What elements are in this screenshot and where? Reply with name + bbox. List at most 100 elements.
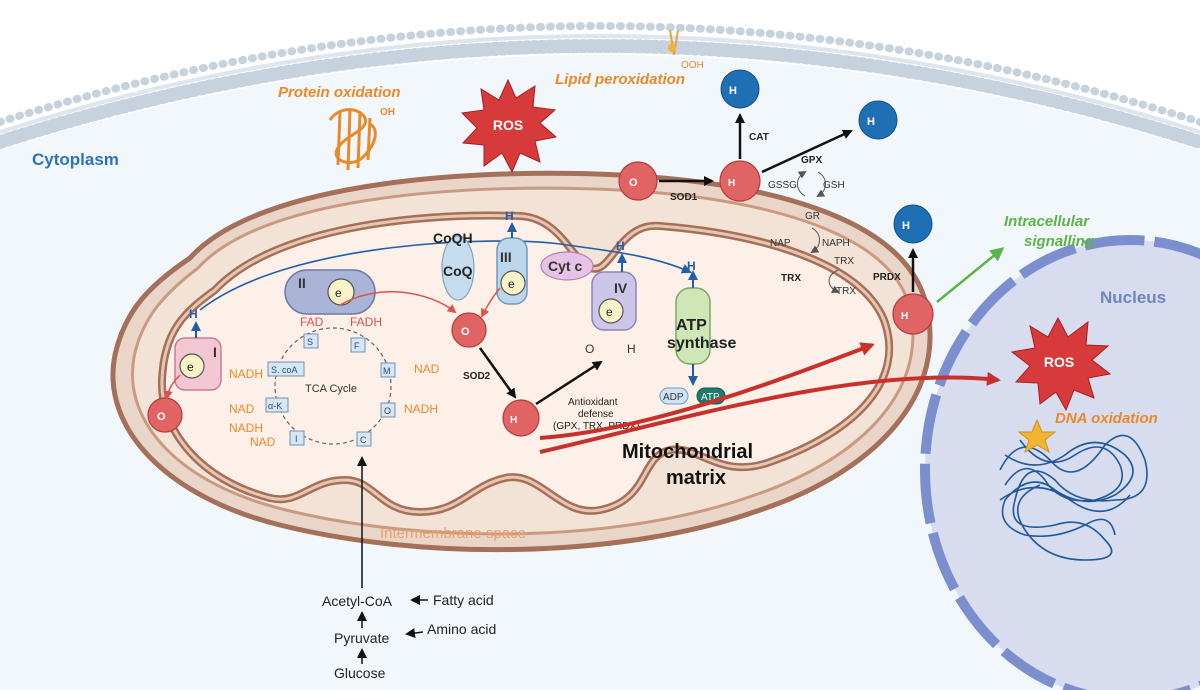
complex-ii-label: II bbox=[298, 275, 306, 291]
nadh-label-2: NADH bbox=[229, 421, 263, 435]
nad-label-2: NAD bbox=[250, 435, 276, 449]
proton-atp: H bbox=[687, 259, 696, 273]
nap-label: NAP bbox=[770, 238, 791, 249]
coqh2-label: CoQH bbox=[433, 230, 473, 246]
nucleus: Nucleus DNA oxidation ROS bbox=[920, 235, 1200, 690]
tca-ak: α-K bbox=[268, 401, 282, 411]
intracellular-label-2: signalling bbox=[1024, 233, 1094, 250]
arrow-i-to-superoxide bbox=[163, 374, 181, 400]
complex-iii-label: III bbox=[500, 249, 512, 265]
sod2-label: SOD2 bbox=[463, 371, 491, 382]
signalling-arrow bbox=[936, 247, 1005, 303]
tca-cycle-label: TCA Cycle bbox=[305, 383, 357, 395]
electron-i: e bbox=[187, 360, 194, 374]
h2o2-mito bbox=[502, 399, 540, 437]
h2o2-cyto bbox=[719, 160, 761, 202]
mitochondrion: Intermembrane space bbox=[110, 170, 933, 553]
pyruvate-label: Pyruvate bbox=[334, 630, 389, 646]
oh-label: OH bbox=[380, 107, 395, 118]
atp-label: ATP bbox=[701, 392, 720, 403]
mito-matrix-label-2: matrix bbox=[666, 467, 726, 489]
complex-iii: III e H bbox=[496, 209, 528, 305]
naph-label: NAPH bbox=[822, 238, 850, 249]
complex-iv-label: IV bbox=[614, 280, 628, 296]
h2o-gpx-label: H bbox=[867, 116, 875, 128]
superoxide-mito-label: O bbox=[461, 326, 470, 338]
tca-m: M bbox=[383, 366, 391, 376]
cytoplasm-label: Cytoplasm bbox=[32, 150, 119, 169]
electron-iv: e bbox=[606, 305, 613, 319]
protein-icon bbox=[328, 108, 377, 171]
h2o2-signal bbox=[892, 293, 934, 335]
lipid-peroxidation-label: Lipid peroxidation bbox=[555, 71, 685, 88]
arrow-ii-to-superoxide bbox=[339, 291, 457, 314]
o2-label: O bbox=[585, 342, 594, 356]
arrow-iii-to-superoxide bbox=[481, 287, 501, 318]
efflux-arrow-nucleus bbox=[539, 371, 1001, 454]
h2o2-signal-label: H bbox=[901, 311, 908, 322]
efflux-arrow-signalling bbox=[539, 342, 875, 440]
intracellular-label-1: Intracellular bbox=[1004, 213, 1090, 230]
antiox-label-3: (GPX, TRX, PRDX) bbox=[553, 421, 640, 432]
atp-synthase: H ATP synthase ADP ATP bbox=[659, 259, 736, 405]
nadh-label-1: NADH bbox=[229, 367, 263, 381]
electron-iii: e bbox=[508, 277, 515, 291]
ooh-label: OOH bbox=[681, 60, 704, 71]
intermembrane-space-label: Intermembrane space bbox=[380, 525, 526, 542]
tca-i: I bbox=[295, 434, 298, 444]
tca-f: F bbox=[354, 341, 360, 351]
tca-s-coa: S. coA bbox=[271, 365, 298, 375]
mito-matrix-label-1: Mitochondrial bbox=[622, 441, 753, 463]
h2o-cat-label: H bbox=[729, 85, 737, 97]
dna-oxidation-label: DNA oxidation bbox=[1055, 410, 1158, 427]
gpx-label: GPX bbox=[801, 155, 822, 166]
superoxide-i-label: O bbox=[157, 411, 166, 423]
gsh-label: GSH bbox=[823, 180, 845, 191]
superoxide-mito bbox=[451, 312, 487, 348]
complex-i: I e H bbox=[174, 307, 222, 391]
proton-i: H bbox=[189, 307, 198, 321]
tca-c: C bbox=[360, 435, 367, 445]
sod1-label: SOD1 bbox=[670, 192, 698, 203]
h2o2-cyto-label: H bbox=[728, 178, 735, 189]
coq: CoQH CoQ bbox=[433, 230, 475, 301]
trx-label: TRX bbox=[781, 273, 801, 284]
acetyl-coa-label: Acetyl-CoA bbox=[322, 593, 393, 609]
gssg-label: GSSG bbox=[768, 180, 797, 191]
nucleus-label: Nucleus bbox=[1100, 288, 1166, 307]
cat-label: CAT bbox=[749, 132, 769, 143]
proton-iv: H bbox=[616, 239, 625, 253]
nad-label-1: NAD bbox=[229, 402, 255, 416]
cyt-c bbox=[540, 251, 594, 281]
h2o-prdx-label: H bbox=[902, 220, 910, 232]
cytoplasm-ros-burst: ROS bbox=[460, 78, 558, 174]
h2o2-mito-label: H bbox=[510, 415, 517, 426]
antiox-label-2: defense bbox=[578, 409, 614, 420]
h2o-label-mito: H bbox=[627, 342, 636, 356]
fad-label: FAD bbox=[300, 315, 324, 329]
nucleus-ros-label: ROS bbox=[1044, 354, 1074, 370]
nucleus-ros-burst: ROS bbox=[1010, 316, 1112, 412]
antiox-arrow bbox=[535, 360, 603, 406]
nad-label-3: NAD bbox=[414, 362, 440, 376]
cyt-c-label: Cyt c bbox=[548, 258, 582, 274]
trx-red-label: TRX bbox=[834, 256, 854, 267]
tca-s: S bbox=[307, 337, 313, 347]
sod2-arrow bbox=[478, 347, 517, 399]
gr-label: GR bbox=[805, 211, 820, 222]
antiox-label-1: Antioxidant bbox=[568, 397, 618, 408]
electron-ii: e bbox=[335, 286, 342, 300]
h2o-cat bbox=[720, 69, 760, 109]
amino-acid-label: Amino acid bbox=[427, 621, 496, 637]
adp-label: ADP bbox=[663, 392, 684, 403]
h2o-prdx bbox=[893, 204, 933, 244]
superoxide-cyto-label: O bbox=[629, 177, 638, 189]
superoxide-cyto bbox=[618, 161, 658, 201]
atp-synthase-label-1: ATP bbox=[676, 317, 707, 334]
atp-synthase-label-2: synthase bbox=[667, 335, 736, 352]
complex-i-label: I bbox=[213, 344, 217, 360]
trx-ox-label: TRX bbox=[836, 286, 856, 297]
gpx-arrow bbox=[761, 129, 853, 174]
